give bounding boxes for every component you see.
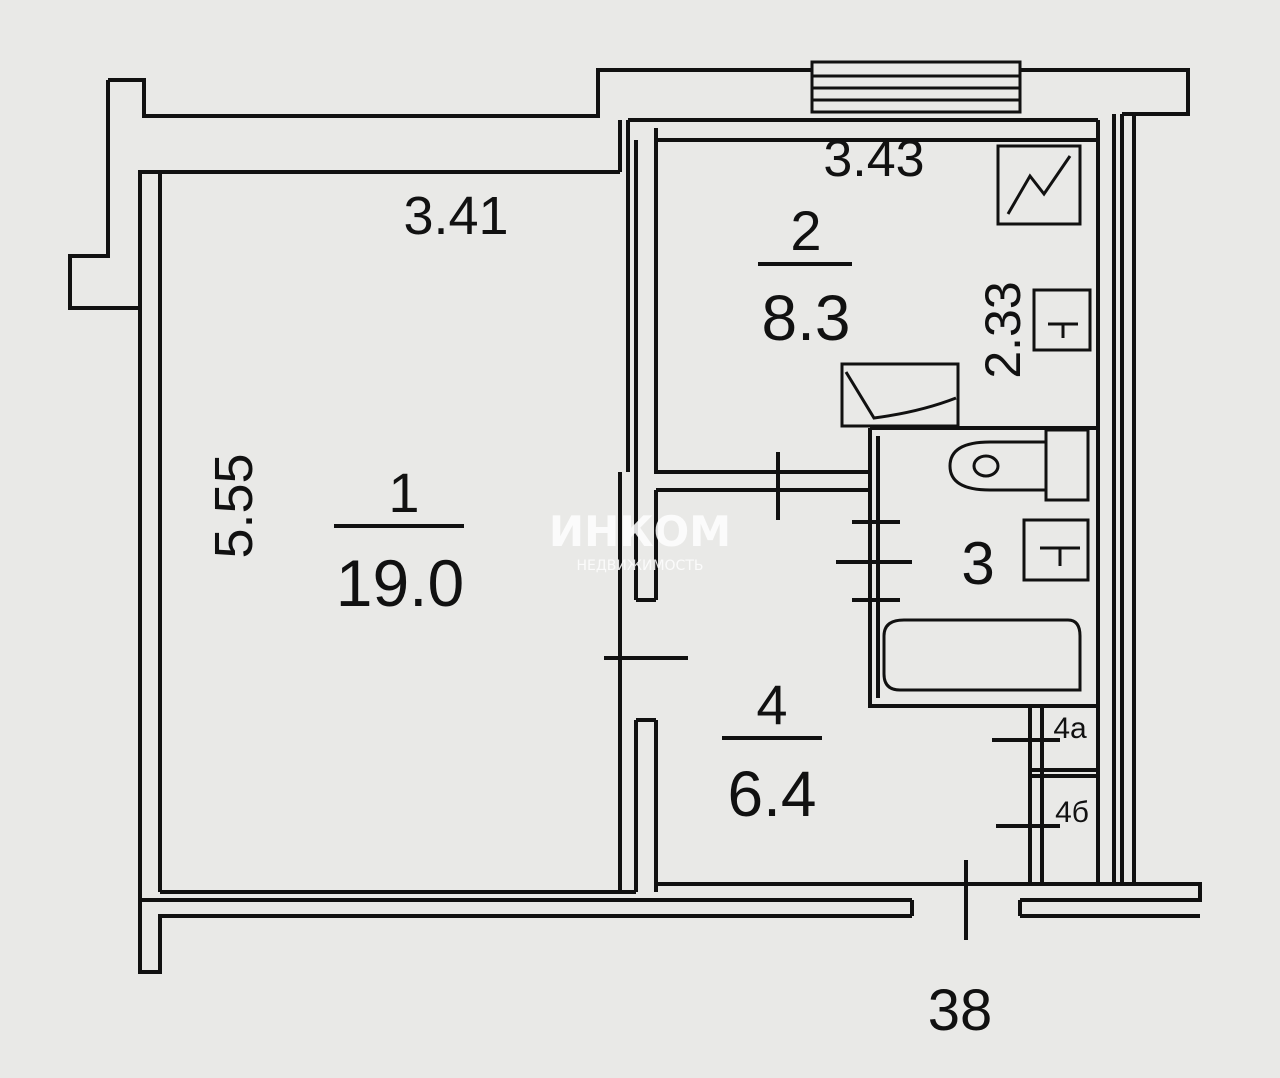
closet-4b: 4б [1055,796,1089,829]
dimension-room2-width: 3.43 [823,130,924,188]
room-4: 4 6.4 [722,673,822,830]
dimension-room2-length: 2.33 [975,281,1031,378]
closet-4a-number: 4а [1053,712,1087,745]
room-2-number: 2 [790,199,821,262]
room-3-number: 3 [961,530,994,597]
room-4-number: 4 [756,673,787,736]
room-1-number: 1 [388,461,419,524]
watermark-subtitle: НЕДВИЖИМОСТЬ [577,558,704,574]
walls [68,68,1202,974]
room-1-area: 19.0 [336,546,464,620]
room-2-area: 8.3 [762,282,851,354]
stove-icon [996,144,1082,226]
apartment-number: 38 [928,978,993,1043]
room-2: 2 8.3 [758,199,852,354]
dimension-room1-width: 3.41 [403,186,508,246]
washbasin-icon [1022,518,1090,582]
closet-4a: 4а [1053,712,1087,745]
toilet-icon [948,428,1090,502]
door-marks [604,452,1060,940]
sink-icon [1032,288,1092,352]
kitchen-counter-icon [840,362,960,428]
room-3: 3 [961,530,994,597]
dimension-room1-length: 5.55 [204,453,264,558]
room-4-area: 6.4 [728,758,817,830]
closet-4b-number: 4б [1055,796,1089,829]
window-icon [810,60,1022,114]
room-1: 1 19.0 [334,461,464,620]
watermark-logo: ИНКОМ НЕДВИЖИМОСТЬ [549,507,731,574]
bathtub-icon [882,618,1082,692]
watermark-brand: ИНКОМ [549,507,731,556]
